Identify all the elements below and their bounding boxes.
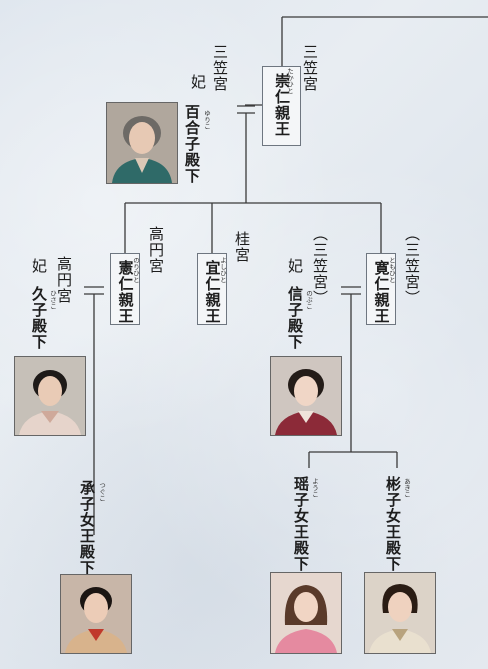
norihito-ruby: のりひと	[131, 257, 140, 283]
tomohito-name: 寛仁親王	[372, 260, 391, 324]
tsuguko-name: 承子女王殿下	[78, 480, 96, 576]
hisako-portrait	[14, 356, 86, 436]
akiko-portrait	[364, 572, 436, 654]
nobuko-ruby: のぶこ	[304, 290, 313, 310]
takamado-house-label: 高円宮	[147, 226, 165, 274]
takahito-ruby: たかひと	[285, 68, 294, 94]
takahito-name: 崇仁親王	[273, 73, 291, 137]
yoshihito-box: 宜仁親王	[197, 253, 227, 325]
yuriko-portrait	[106, 102, 178, 184]
yoshihito-ruby: よしひと	[218, 257, 227, 283]
nobuko-name: 信子殿下	[286, 286, 304, 350]
yoko-name: 瑶子女王殿下	[292, 476, 310, 572]
hisako-title: 妃	[30, 258, 48, 274]
yuriko-house-label: 三笠宮	[211, 44, 229, 92]
nobuko-portrait	[270, 356, 342, 436]
hisako-house-label: 高円宮	[55, 256, 73, 304]
yuriko-title: 妃	[189, 74, 207, 90]
hisako-ruby: ひさこ	[48, 290, 57, 310]
tomohito-ruby: ともひと	[387, 257, 396, 283]
akiko-ruby: あきこ	[402, 478, 411, 498]
yuriko-name: 百合子殿下	[183, 104, 201, 184]
yoko-ruby: ようこ	[310, 478, 319, 498]
katsura-house-label: 桂宮	[233, 231, 251, 263]
yuriko-ruby: ゆりこ	[202, 110, 211, 130]
nobuko-title: 妃	[286, 258, 304, 274]
takahito-box: 崇仁親王	[262, 66, 301, 146]
yoshihito-name: 宜仁親王	[203, 260, 222, 324]
akiko-name: 彬子女王殿下	[384, 476, 402, 572]
nobuko-house-label: （三笠宮）	[311, 226, 329, 306]
mikasa-house-label: 三笠宮	[301, 44, 319, 92]
tomohito-house-label: （三笠宮）	[403, 226, 421, 306]
norihito-name: 憲仁親王	[116, 260, 135, 324]
hisako-name: 久子殿下	[30, 286, 48, 350]
tsuguko-ruby: つぐこ	[97, 482, 106, 502]
yoko-portrait	[270, 572, 342, 654]
tsuguko-portrait	[60, 574, 132, 654]
norihito-box: 憲仁親王	[110, 253, 140, 325]
tomohito-box: 寛仁親王	[366, 253, 396, 325]
